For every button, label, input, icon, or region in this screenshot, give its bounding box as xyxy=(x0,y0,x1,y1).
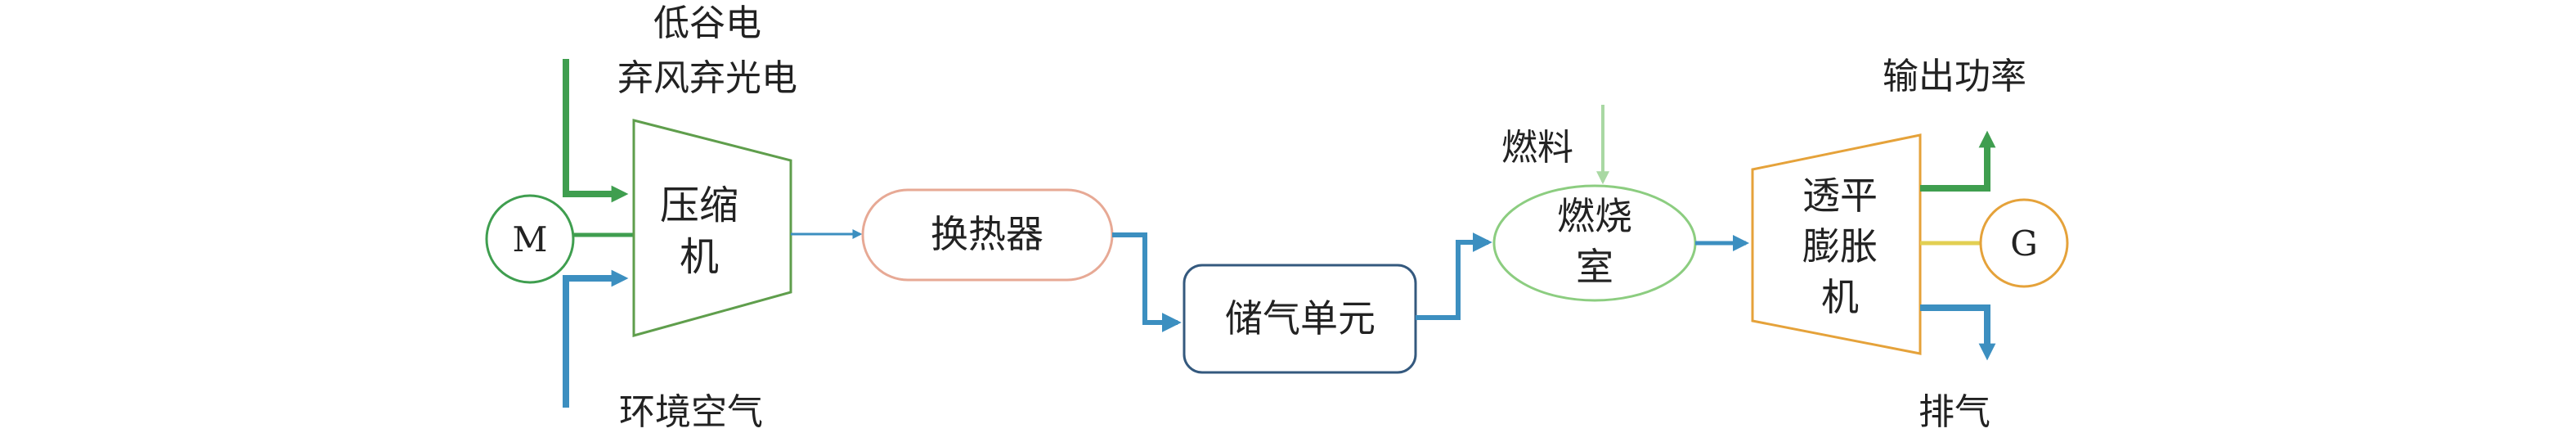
output-power-arrow xyxy=(1920,130,1996,192)
ambient-air-input-arrow xyxy=(563,269,629,408)
heat-exchanger-to-storage-flow xyxy=(1112,232,1182,332)
compressor-label-line1: 压缩 xyxy=(660,183,738,228)
turbine-label-line2: 膨胀 xyxy=(1802,224,1878,268)
turbine-expander-node xyxy=(1751,133,1922,355)
generator-node xyxy=(1979,198,2069,288)
low-valley-power-label: 低谷电 xyxy=(653,2,761,44)
ambient-air-label: 环境空气 xyxy=(619,391,763,433)
heat-exchanger-label: 换热器 xyxy=(931,212,1043,256)
combustor-label-line2: 室 xyxy=(1576,245,1613,289)
fuel-label: 燃料 xyxy=(1501,127,1573,169)
storage-to-combustor-flow xyxy=(1416,232,1492,320)
compressor-node xyxy=(632,119,792,337)
exhaust-arrow xyxy=(1920,304,1996,361)
motor-node xyxy=(485,194,575,284)
generator-label: G xyxy=(2010,223,2038,264)
turbine-label-line1: 透平 xyxy=(1802,174,1878,218)
curtailed-power-label: 弃风弃光电 xyxy=(617,57,797,99)
compressor-label-line2: 机 xyxy=(680,234,719,280)
combustor-label-line1: 燃烧 xyxy=(1557,194,1632,238)
exhaust-label: 排气 xyxy=(1919,391,1990,433)
power-input-arrow xyxy=(563,59,629,203)
motor-label: M xyxy=(512,219,547,259)
turbine-label-line3: 机 xyxy=(1821,275,1859,319)
output-power-label: 输出功率 xyxy=(1883,56,2026,97)
storage-unit-label: 储气单元 xyxy=(1225,296,1376,341)
